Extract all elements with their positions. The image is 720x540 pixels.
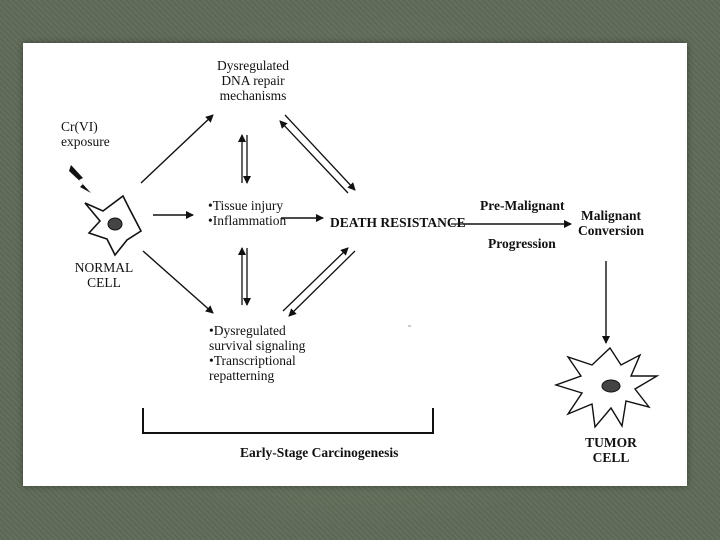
arrow-cell-to-dna-repair bbox=[140, 114, 214, 184]
normal-cell-icon bbox=[84, 194, 143, 257]
tumor-cell-label: TUMOR CELL bbox=[585, 435, 637, 465]
early-stage-label: Early-Stage Carcinogenesis bbox=[240, 445, 399, 460]
survival-signaling-label: •Dysregulated survival signaling •Transc… bbox=[209, 323, 306, 383]
early-stage-bracket bbox=[142, 408, 434, 434]
slide-canvas: Cr(VI) exposure NORMAL CELL Dysregulated… bbox=[23, 43, 687, 486]
arrow-cell-to-survival bbox=[142, 250, 214, 314]
double-arrow-survival-death bbox=[282, 247, 356, 317]
normal-cell-label: NORMAL CELL bbox=[74, 260, 134, 290]
double-arrow-dna-tissue bbox=[238, 134, 251, 184]
malignant-conversion-label: Malignant Conversion bbox=[577, 208, 644, 238]
pre-malignant-label: Pre-Malignant bbox=[480, 198, 565, 213]
double-arrow-dna-death bbox=[279, 114, 356, 194]
progression-label: Progression bbox=[488, 236, 556, 251]
diagram-graphics bbox=[69, 114, 660, 434]
dna-repair-label: Dysregulated DNA repair mechanisms bbox=[217, 58, 289, 103]
tissue-injury-label: •Tissue injury •Inflammation bbox=[208, 198, 287, 228]
double-arrow-tissue-survival bbox=[238, 247, 251, 306]
lightning-bolt-icon bbox=[69, 165, 91, 193]
exposure-label: Cr(VI) exposure bbox=[61, 119, 110, 149]
death-resistance-label: DEATH RESISTANCE bbox=[330, 215, 466, 230]
tumor-cell-icon bbox=[553, 346, 660, 429]
